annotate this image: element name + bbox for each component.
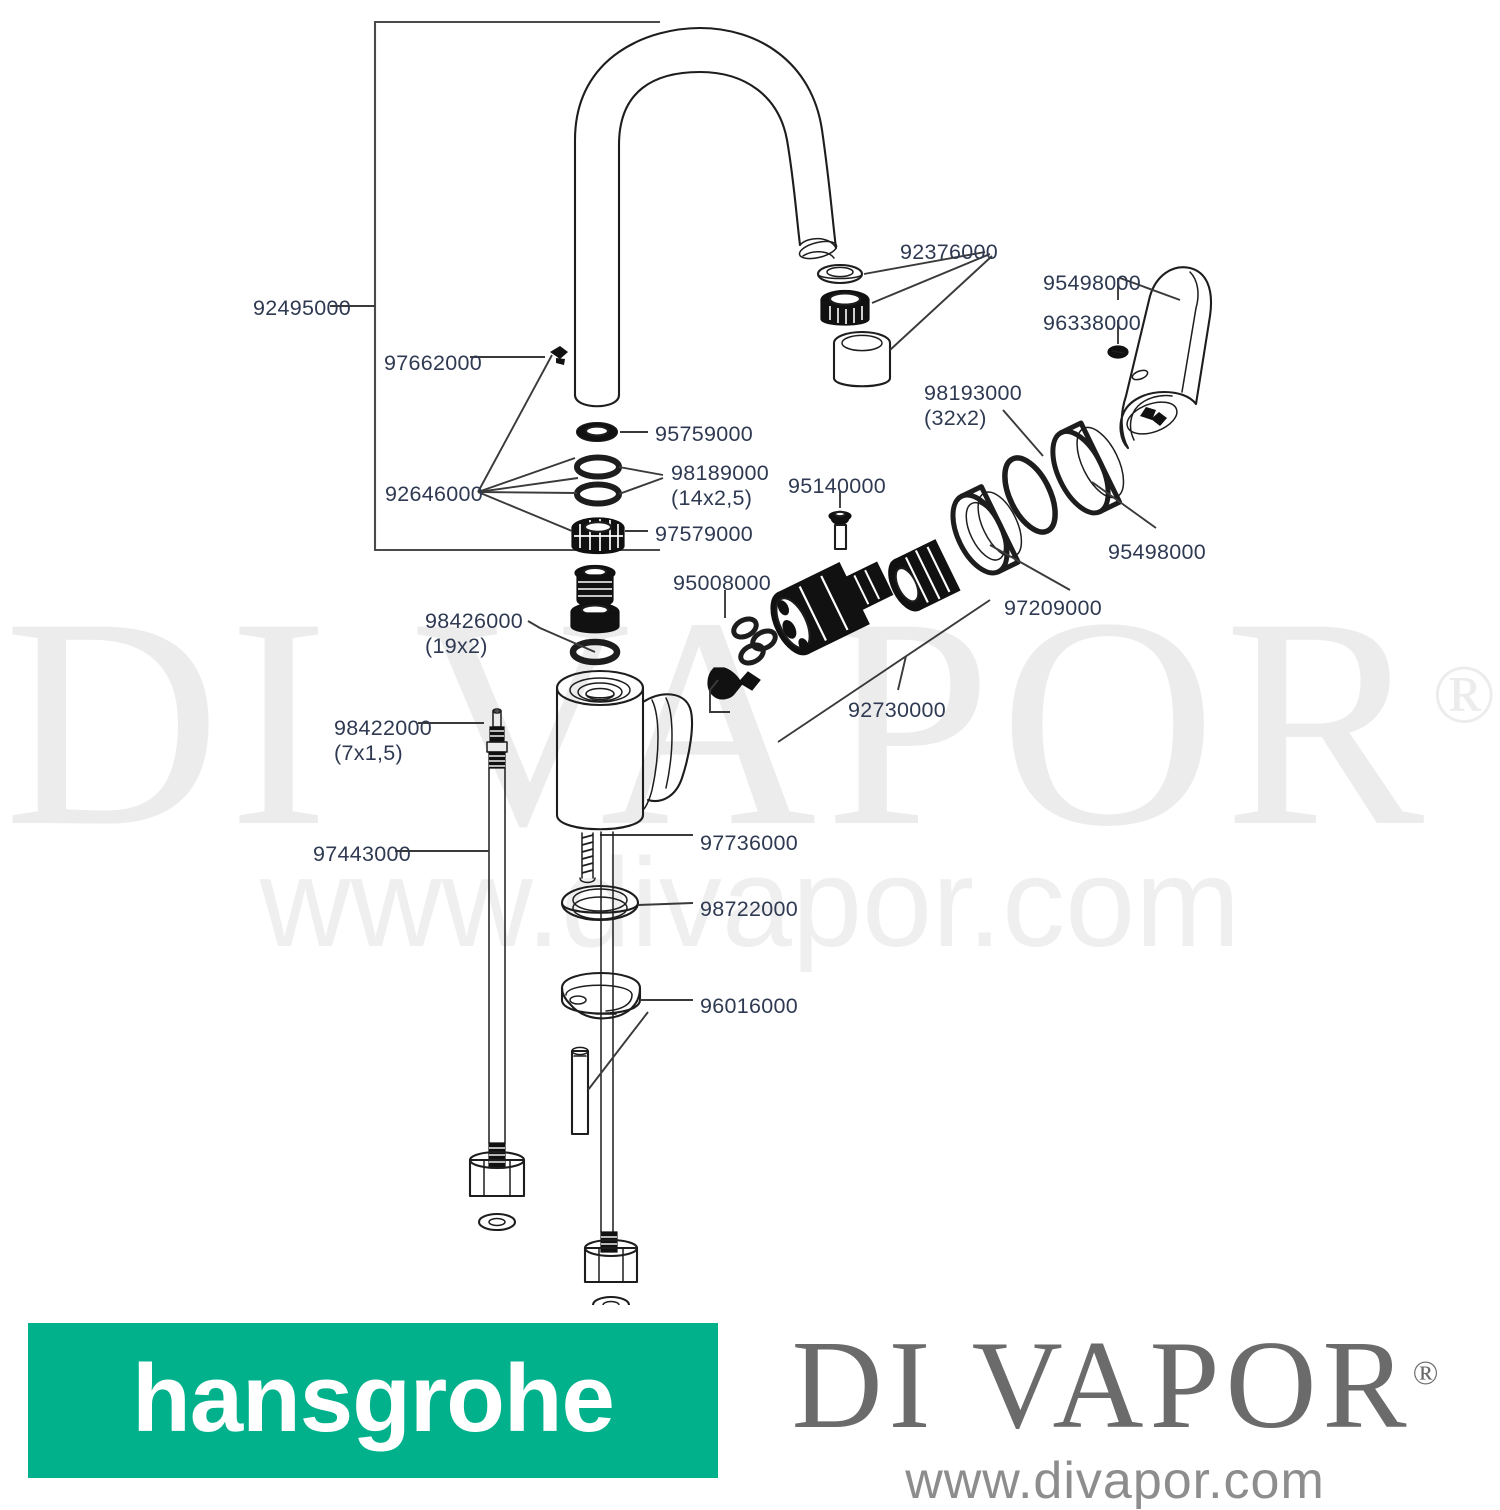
seal-rings-95498000	[1050, 420, 1157, 529]
part-number: 95008000	[673, 571, 772, 595]
riser-tube	[600, 831, 614, 1233]
divapor-name: DI VAPOR	[791, 1316, 1413, 1455]
part-number: 97443000	[313, 842, 412, 866]
clip-92730000	[707, 667, 761, 713]
aerator-assembly-92376000	[816, 251, 993, 388]
part-number: 98193000	[924, 381, 1023, 405]
part-size: (7x1,5)	[334, 741, 404, 765]
part-number: 97209000	[1004, 596, 1103, 620]
part-label-97443000: 97443000	[313, 842, 411, 867]
seal-ring-98722000	[560, 884, 694, 922]
part-label-98193000: 98193000(32x2)	[924, 381, 1022, 431]
watermark-url: www.divapor.com	[259, 832, 1241, 973]
part-label-95759000: 95759000	[655, 422, 753, 447]
part-number: 97662000	[384, 351, 483, 375]
part-size: (14x2,5)	[671, 486, 753, 510]
part-number: 96338000	[1043, 311, 1142, 335]
part-label-98422000: 98422000(7x1,5)	[334, 716, 432, 766]
part-number: 98189000	[671, 461, 770, 485]
part-number: 95498000	[1108, 540, 1207, 564]
watermark-registered: ®	[1432, 648, 1497, 741]
part-number: 92646000	[385, 482, 484, 506]
part-label-98722000: 98722000	[700, 897, 798, 922]
part-number: 98722000	[700, 897, 799, 921]
part-number: 97736000	[700, 831, 799, 855]
part-size: (19x2)	[425, 634, 488, 658]
retaining-nut-97209000	[888, 539, 961, 612]
spout-base-connector	[527, 564, 621, 666]
hansgrohe-logo: hansgrohe	[28, 1323, 718, 1478]
part-label-97662000: 97662000	[384, 351, 482, 376]
part-label-96016000: 96016000	[700, 994, 798, 1019]
spout-tube	[573, 26, 838, 408]
part-label-95008000: 95008000	[673, 571, 771, 596]
handle-lever-95498000	[1119, 266, 1212, 450]
divapor-url: www.divapor.com	[905, 1452, 1325, 1510]
seal-kit-92646000	[477, 354, 664, 555]
part-number: 98426000	[425, 609, 524, 633]
part-label-95498000: 95498000	[1043, 271, 1141, 296]
part-label-98189000: 98189000(14x2,5)	[671, 461, 769, 511]
screw-97662000	[470, 346, 568, 365]
part-number: 96016000	[700, 994, 799, 1018]
part-label-92376000: 92376000	[900, 240, 998, 265]
part-label-96338000: 96338000	[1043, 311, 1141, 336]
part-number: 97579000	[655, 522, 754, 546]
fixing-plate-96016000	[560, 972, 693, 1136]
part-label-98426000: 98426000(19x2)	[425, 609, 523, 659]
part-label-92646000: 92646000	[385, 482, 483, 507]
part-label-97736000: 97736000	[700, 831, 798, 856]
bracket-92495000	[330, 20, 660, 552]
flex-hose-97443000	[395, 708, 526, 1232]
part-label-97209000: 97209000	[1004, 596, 1102, 621]
seals-95008000	[724, 590, 778, 666]
part-label-97579000: 97579000	[655, 522, 753, 547]
page-footer: hansgrohe DI VAPOR® www.divapor.com	[0, 1305, 1500, 1509]
part-number: 98422000	[334, 716, 433, 740]
o-ring-98193000	[1002, 409, 1058, 535]
cartridge-92730000	[770, 561, 991, 743]
part-number: 92730000	[848, 698, 947, 722]
watermark-brand: DI VAPOR®	[0, 545, 1500, 872]
part-number: 95759000	[655, 422, 754, 446]
part-label-92730000: 92730000	[848, 698, 946, 723]
flange-ring-97209000	[950, 484, 1071, 591]
part-label-92495000: 92495000	[253, 296, 351, 321]
divapor-registered: ®	[1412, 1355, 1439, 1392]
part-number: 92376000	[900, 240, 999, 264]
part-label-95140000: 95140000	[788, 474, 886, 499]
part-number: 95140000	[788, 474, 887, 498]
screw-95140000	[828, 491, 852, 551]
threaded-stud-97736000	[579, 832, 693, 884]
grub-screw-96338000	[1107, 278, 1129, 359]
watermark-brand-text: DI VAPOR	[3, 556, 1433, 888]
mixer-body	[555, 669, 693, 831]
part-size: (32x2)	[924, 406, 987, 430]
part-number: 92495000	[253, 296, 352, 320]
part-number: 95498000	[1043, 271, 1142, 295]
flex-hose-second	[583, 1231, 639, 1315]
part-label-95498000: 95498000	[1108, 540, 1206, 565]
divapor-logo-text: DI VAPOR®	[745, 1309, 1485, 1451]
hansgrohe-logo-text: hansgrohe	[132, 1344, 615, 1452]
divapor-logo: DI VAPOR® www.divapor.com	[745, 1309, 1485, 1510]
